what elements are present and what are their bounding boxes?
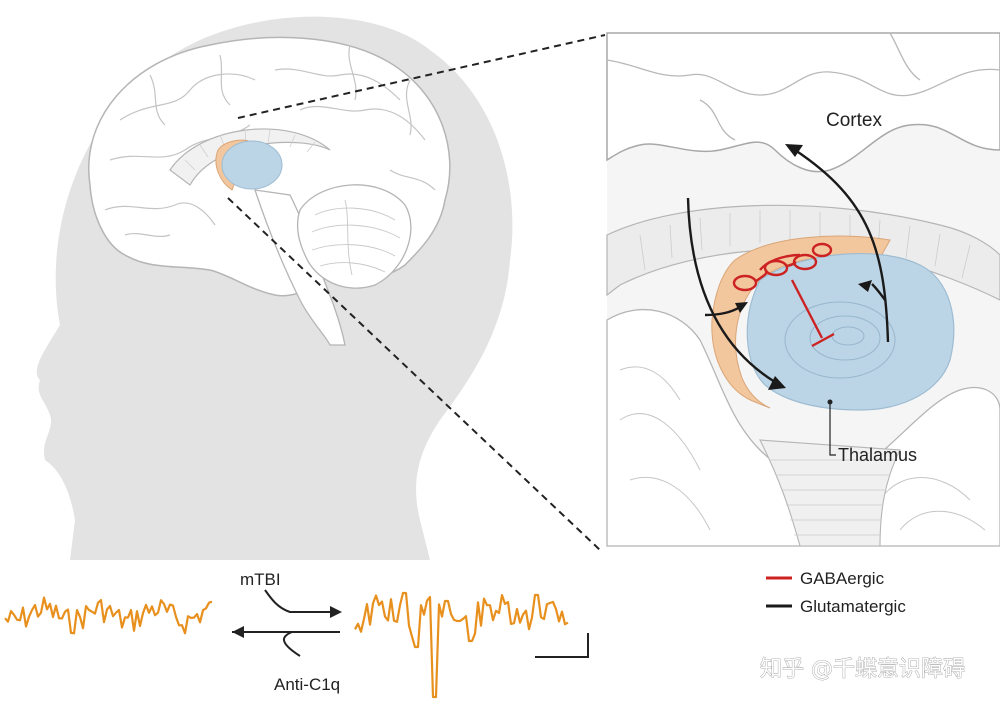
- thalamus-small: [221, 140, 283, 190]
- brainstem-zoom: [759, 439, 901, 547]
- transition-arrows: [264, 589, 340, 657]
- reticular-nucleus: [711, 235, 891, 409]
- zoom-panel: [606, 32, 1000, 547]
- glutamatergic-pathways: [686, 149, 890, 384]
- thalamus-label: Thalamus: [838, 445, 917, 465]
- watermark-text: 知乎 @千蝶意识障碍: [760, 657, 965, 682]
- anti-c1q-label: Anti-C1q: [274, 675, 340, 694]
- arrowheads: [735, 144, 872, 390]
- eeg-trace-mtbi: [354, 591, 569, 699]
- brain-illustration: [88, 36, 451, 346]
- legend-label-gabaergic: GABAergic: [800, 569, 885, 588]
- legend: GABAergic Glutamatergic: [766, 569, 906, 616]
- cortex-folds: [606, 32, 1000, 173]
- thalamus-leader: [829, 402, 836, 456]
- eeg-trace-baseline: [4, 596, 213, 635]
- gabaergic-neurons: [732, 242, 835, 348]
- forward-arrowhead: [330, 606, 342, 618]
- zoom-lines: [227, 34, 606, 551]
- mtbi-label: mTBI: [240, 570, 281, 589]
- legend-label-glutamatergic: Glutamatergic: [800, 597, 906, 616]
- cortex-label: Cortex: [826, 110, 882, 131]
- scale-bar: [535, 633, 589, 658]
